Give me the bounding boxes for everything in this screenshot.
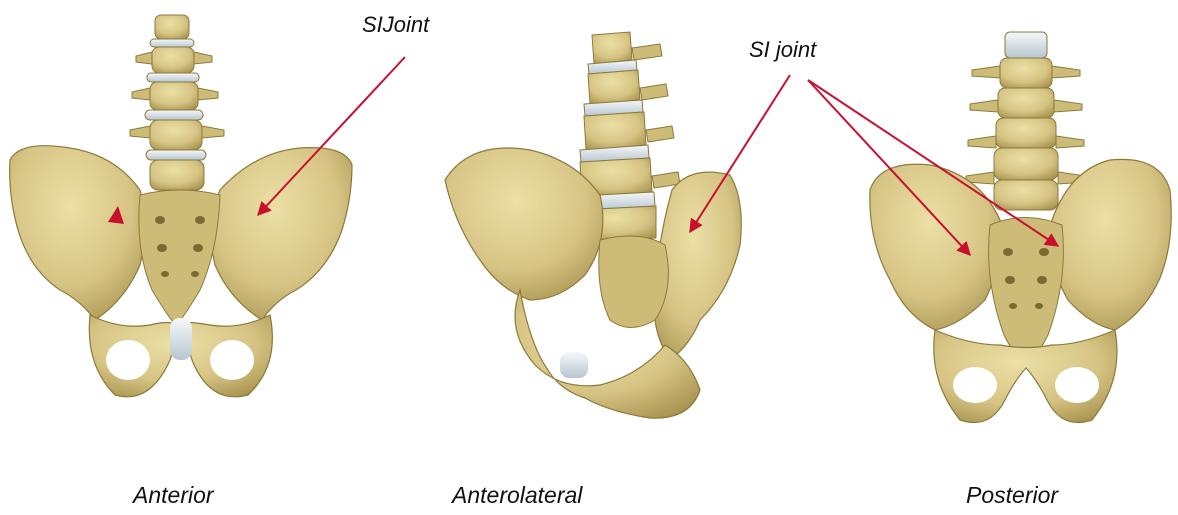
anterior-sacrum (139, 190, 220, 325)
anterior-right-obturator (210, 340, 254, 380)
anterolateral-obturator (586, 344, 638, 376)
posterior-si-joint-label: SI joint (749, 37, 816, 63)
anterior-si-joint-label: SIJoint (362, 12, 429, 38)
posterior-pelvis (808, 32, 1171, 423)
anterior-pubic-symphysis (170, 318, 192, 360)
anterolateral-pelvis (445, 32, 790, 418)
anterolateral-left-ilium (445, 148, 603, 300)
anterior-lumbar-spine (130, 15, 224, 190)
anterolateral-pubic-symphysis (560, 352, 588, 378)
posterior-left-ilium (870, 164, 1001, 330)
caption-anterolateral: Anterolateral (452, 482, 582, 509)
caption-posterior: Posterior (966, 482, 1058, 509)
posterior-right-ilium (1050, 159, 1171, 330)
anterior-right-ilium (211, 148, 352, 320)
anterior-pelvis (10, 15, 405, 397)
anterior-left-obturator (106, 340, 150, 380)
anterolateral-sacrum (599, 236, 669, 328)
posterior-lumbar-spine (966, 32, 1086, 210)
posterior-right-obturator (1055, 367, 1099, 403)
caption-anterior: Anterior (133, 482, 214, 509)
anterior-left-ilium (10, 146, 145, 320)
posterior-left-obturator (953, 367, 997, 403)
